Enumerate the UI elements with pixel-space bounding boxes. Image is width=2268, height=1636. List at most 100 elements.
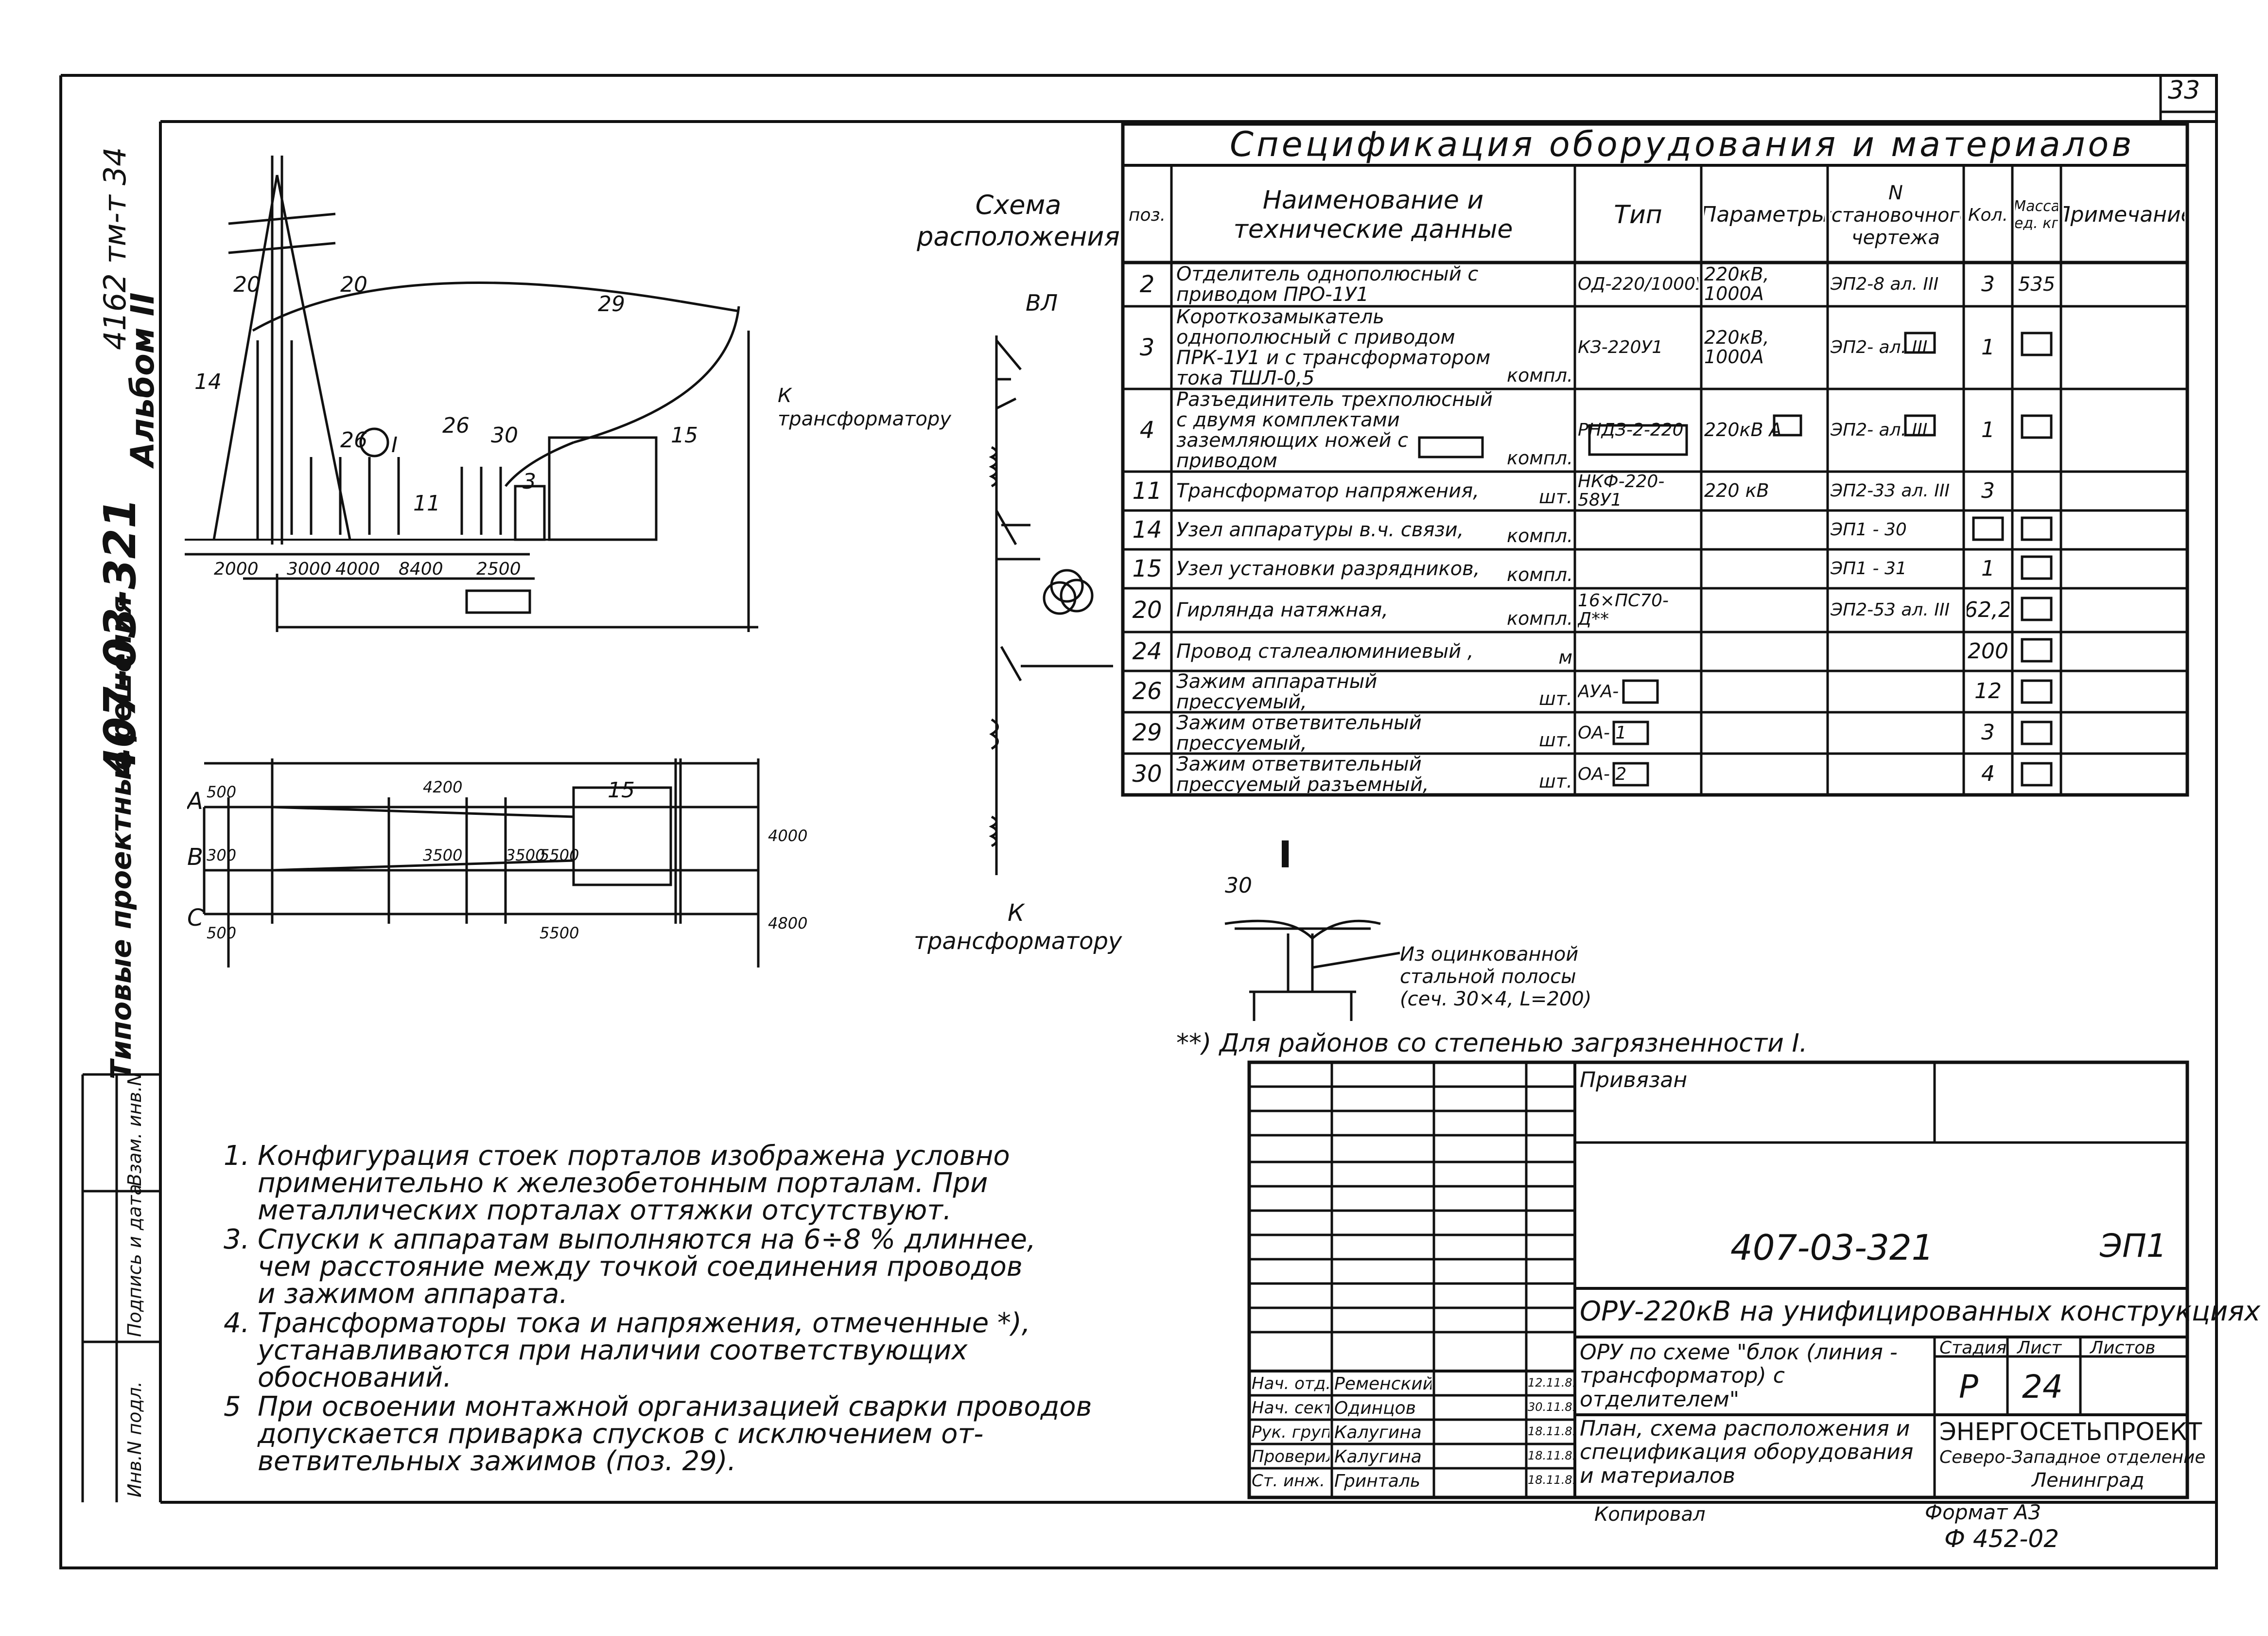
spec-title: Спецификация оборудования и материалов [1230,124,2135,164]
spec-drawing: ЭП1 - 30 [1831,520,1907,540]
title-doc-code: 407-03-321 [1730,1227,1934,1268]
plan-view [203,758,760,968]
plan-dim: 3500 [506,846,545,864]
signature-date: 18.11.81 [1528,1449,1574,1462]
note-line: чем расстояние между точкой соединения п… [258,1251,1023,1283]
elevation-dim: 3000 [287,559,331,579]
spec-pos: 30 [1132,760,1162,788]
spec-unit: компл. [1507,525,1572,546]
stamp-signature: Подпись и дата [124,1184,145,1337]
elevation-label: 26 [340,428,367,453]
spec-mass [2015,474,2058,509]
spec-mass [2015,391,2058,470]
note-item: 4.Трансформаторы тока и напряжения, отме… [224,1310,1092,1391]
plan-dim: 5500 [540,924,579,942]
series-title: Типовые проектные решения [105,596,138,1079]
elevation-dim: 2500 [476,559,521,579]
plan-dim: 4200 [423,778,463,796]
signature-role: Проверил [1252,1447,1329,1466]
note-line: допускается приварка спусков с исключени… [258,1418,984,1450]
signature-date: 18.11.81 [1528,1425,1574,1438]
note-text: Конфигурация стоек порталов изображена у… [258,1143,1010,1224]
copied-by: Копировал [1594,1503,1706,1526]
spec-pos: 2 [1139,270,1155,298]
spec-unit: шт. [1539,688,1572,709]
spec-unit: м [1558,647,1572,668]
note-line: ветвительных зажимов (поз. 29). [258,1445,736,1477]
spec-note [2064,551,2184,586]
spec-param [1704,634,1825,669]
spec-unit: компл. [1507,365,1572,386]
spec-drawing [1831,756,1961,793]
note-line: применительно к железобетонным порталам.… [258,1167,988,1199]
elevation-label: 30 [491,423,518,448]
spec-mass [2015,308,2058,387]
plan-dim: 300 [207,846,237,864]
plan-phase: С [187,904,204,932]
elevation-label: 29 [598,292,625,317]
note-line: металлических порталах оттяжки отсутству… [258,1195,952,1226]
spec-pos: 26 [1132,678,1162,705]
note-line: и зажимом аппарата. [258,1278,568,1310]
title-sheet-code: ЭП1 [2100,1227,2167,1265]
spec-qty: 3 [1981,271,1995,297]
spec-pos: 11 [1132,477,1162,505]
note-line: Конфигурация стоек порталов изображена у… [258,1140,1010,1172]
stage-label: Стадия [1939,1338,2007,1358]
spec-type: РНДЗ-2-220 [1578,420,1684,440]
signature-role: Ст. инж. [1252,1471,1325,1491]
elevation-label: 3 [523,469,536,494]
spec-name: Разъединитель трехполюсный с двумя компл… [1176,391,1493,470]
spec-mass [2015,512,2058,547]
spec-qty: 200 [1968,638,2008,664]
sheet-value: 24 [2022,1368,2063,1406]
detail-view [1224,919,1400,1021]
plan-dim: 500 [207,783,237,801]
project-title: ОРУ-220кВ на унифицированных конструкция… [1580,1296,2261,1327]
spec-note [2064,673,2184,710]
spec-drawing: ЭП2- ал. III [1831,337,1928,358]
note-item: 1.Конфигурация стоек порталов изображена… [224,1143,1092,1224]
note-number: 3. [224,1224,250,1255]
spec-table-grid [1121,122,2189,797]
signature-date: 18.11.81 [1528,1473,1574,1487]
elevation-label: 11 [413,491,440,516]
spec-note [2064,512,2184,547]
spec-unit: шт. [1539,486,1572,508]
spec-note [2064,264,2184,304]
subtitle: ОРУ по схеме "блок (линия - трансформато… [1580,1341,1898,1412]
spec-param [1704,756,1825,793]
spec-param: 220кВ, 1000А [1704,264,1769,304]
schema-vl-label: ВЛ [1026,290,1058,316]
spec-qty: 3 [1981,720,1995,745]
general-notes: 1.Конфигурация стоек порталов изображена… [224,1143,1092,1477]
schema-bottom-label: К трансформатору [914,899,1122,955]
spec-drawing: ЭП2- ал. III [1831,420,1928,440]
spec-note [2064,474,2184,509]
sheets-label: Листов [2090,1338,2156,1358]
format-label: Формат А3 [1925,1500,2041,1524]
album-label: Альбом II [124,292,161,467]
spec-qty [1967,512,2009,547]
spec-unit: шт. [1539,771,1572,792]
spec-param: 220кВ А [1704,419,1782,441]
spec-unit: компл. [1507,447,1572,469]
spec-unit: шт. [1539,729,1572,751]
detail-note-line: стальной полосы [1400,966,1576,988]
spec-drawing [1831,714,1961,752]
spec-qty: 1 [1981,334,1995,360]
stamp-replace: Взам. инв.N [124,1072,145,1186]
signature-name: Калугина [1334,1423,1422,1442]
note-number: 4. [224,1307,250,1339]
spec-qty: 1 [1981,417,1995,442]
spec-param [1704,714,1825,752]
spec-unit: компл. [1507,608,1572,629]
signature-name: Ременский [1334,1374,1431,1394]
elevation-label: 26 [442,413,470,438]
spec-type: АУА- [1578,681,1619,702]
detail-note-line: (сеч. 30×4, L=200) [1400,988,1592,1010]
elevation-label: 14 [194,369,222,394]
footnote: **) Для районов со степенью загрязненнос… [1176,1029,1808,1058]
elevation-label: I [391,433,398,457]
album-ref: Ф 452-02 [1944,1525,2059,1553]
